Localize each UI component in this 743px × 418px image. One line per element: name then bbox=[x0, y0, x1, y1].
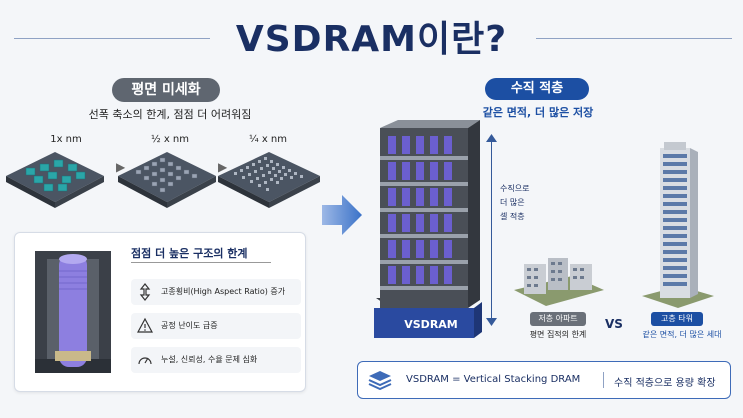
issue-leakage-reliability: 누설, 신뢰성, 수율 문제 심화 bbox=[131, 347, 301, 373]
scale-label-1x: 1x nm bbox=[50, 134, 82, 145]
vertical-stacking-subtitle: 같은 면적, 더 많은 저장 bbox=[482, 106, 594, 119]
vertical-note: 수직으로 더 많은 셀 적층 bbox=[500, 182, 529, 224]
structure-limit-underline bbox=[131, 262, 271, 263]
definition-bar: VSDRAM = Vertical Stacking DRAM 수직 적층으로 … bbox=[357, 361, 731, 399]
planar-scaling-pill: 평면 미세화 bbox=[112, 78, 220, 102]
planar-scaling-subtitle: 선폭 축소의 한계, 점점 더 어려워짐 bbox=[88, 108, 252, 121]
page-title: VSDRAM이란? bbox=[235, 19, 508, 60]
title-divider-right bbox=[536, 38, 732, 39]
title-divider-left bbox=[14, 38, 210, 39]
vertical-note-line-1: 수직으로 bbox=[500, 184, 530, 193]
scale-arrow-2: ▶ bbox=[218, 160, 228, 174]
vsdram-definition: VSDRAM = Vertical Stacking DRAM bbox=[406, 374, 581, 385]
scale-label-quarter: ¼ x nm bbox=[248, 134, 288, 145]
scale-arrow-1: ▶ bbox=[116, 160, 126, 174]
scale-label-half: ½ x nm bbox=[150, 134, 190, 145]
vertical-note-line-2: 더 많은 bbox=[500, 198, 525, 207]
arrow-up-icon bbox=[486, 134, 497, 142]
low-rise-description: 평면 집적의 한계 bbox=[529, 330, 587, 339]
chip-1x-illustration bbox=[6, 152, 104, 208]
vertical-growth-arrow bbox=[491, 140, 492, 320]
gauge-icon bbox=[138, 357, 152, 365]
definition-separator bbox=[603, 372, 604, 388]
issue-process-difficulty: 공정 난이도 급증 bbox=[131, 313, 301, 339]
stacked-layers-icon bbox=[368, 371, 392, 390]
vs-label: VS bbox=[605, 317, 623, 331]
structure-limit-title: 점점 더 높은 구조의 한계 bbox=[131, 247, 248, 260]
chip-quarter-illustration bbox=[218, 152, 320, 208]
issue-aspect-ratio-text: 고종횡비(High Aspect Ratio) 증가 bbox=[161, 287, 286, 296]
issue-process-difficulty-text: 공정 난이도 급증 bbox=[161, 321, 218, 330]
vsdram-stack-label: VSDRAM bbox=[404, 318, 458, 331]
vertical-arrows-icon bbox=[139, 283, 151, 301]
high-rise-tower-illustration bbox=[642, 142, 714, 308]
issue-leakage-reliability-text: 누설, 신뢰성, 수율 문제 심화 bbox=[161, 355, 258, 364]
structure-limit-card: 점점 더 높은 구조의 한계 고종횡비(High Aspect Ratio) 증… bbox=[14, 232, 306, 392]
vsdram-stack-illustration bbox=[374, 120, 482, 338]
warning-icon bbox=[137, 317, 153, 333]
vsdram-description: 수직 적층으로 용량 확장 bbox=[614, 378, 716, 389]
high-rise-chip: 고층 타워 bbox=[651, 312, 703, 326]
chip-half-illustration bbox=[118, 152, 216, 208]
vertical-stacking-pill: 수직 적층 bbox=[485, 78, 589, 100]
low-rise-apartments-illustration bbox=[514, 258, 604, 306]
issue-aspect-ratio: 고종횡비(High Aspect Ratio) 증가 bbox=[131, 279, 301, 305]
high-rise-description: 같은 면적, 더 많은 세대 bbox=[642, 330, 722, 339]
high-aspect-ratio-cell-illustration bbox=[35, 251, 111, 373]
planar-scaling-panel: 평면 미세화 선폭 축소의 한계, 점점 더 어려워짐 1x nm ½ x nm… bbox=[0, 66, 340, 418]
vertical-note-line-3: 셀 적층 bbox=[500, 212, 525, 221]
low-rise-chip: 저층 아파트 bbox=[530, 312, 586, 326]
arrow-down-icon bbox=[486, 318, 497, 326]
transition-arrow-icon bbox=[322, 195, 362, 235]
